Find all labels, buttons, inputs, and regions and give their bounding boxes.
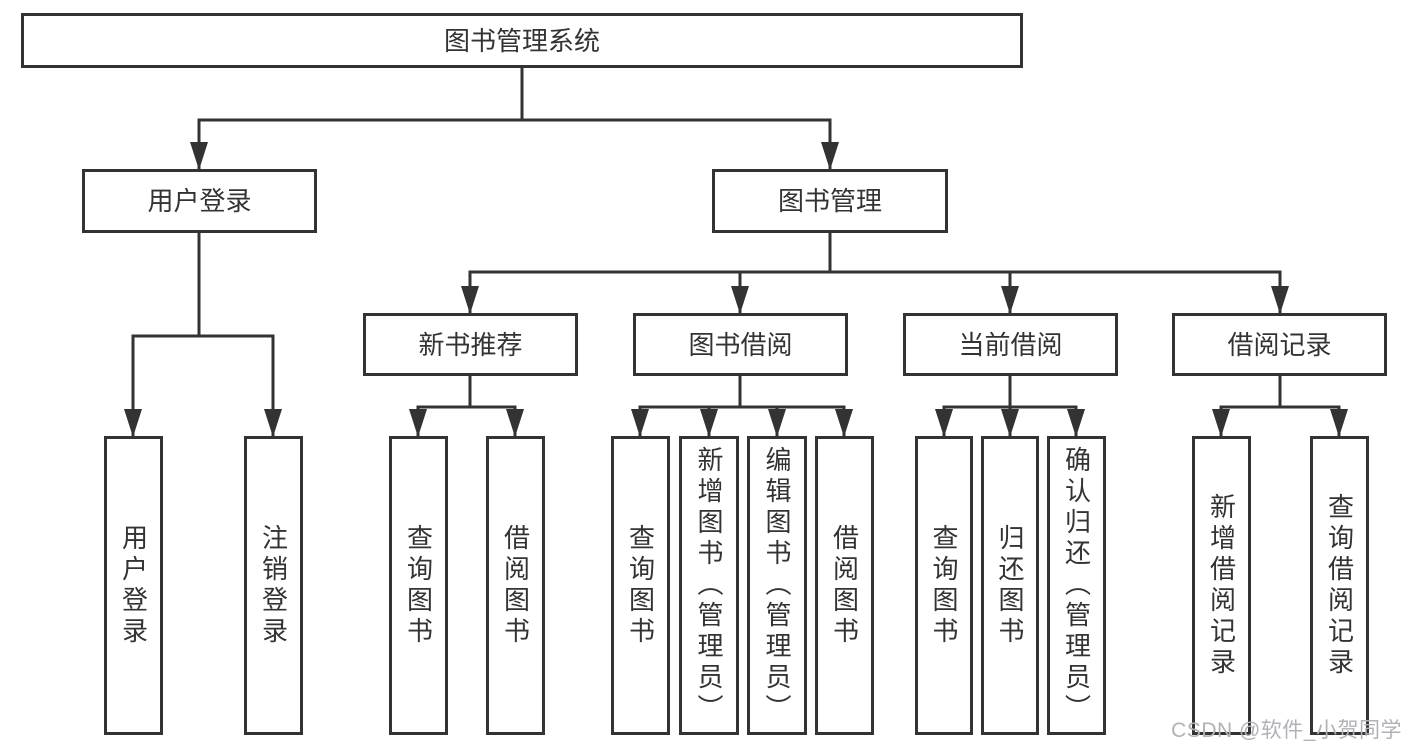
node-logout: 注销登录	[244, 436, 303, 735]
node-borrow-books: 借阅图书	[815, 436, 874, 735]
node-edit-books-admin: 编辑图书（管理员）	[747, 436, 807, 735]
node-query-borrow-record: 查询借阅记录	[1310, 436, 1369, 735]
node-query-books-recommend: 查询图书	[389, 436, 448, 735]
arrow-down-icon	[1001, 409, 1019, 437]
arrow-down-icon	[190, 142, 208, 170]
arrow-down-icon	[821, 142, 839, 170]
arrow-down-icon	[1330, 409, 1348, 437]
connector-paths	[131, 68, 1341, 437]
arrow-down-icon	[631, 409, 649, 437]
node-book-management: 图书管理	[712, 169, 948, 233]
node-return-books: 归还图书	[981, 436, 1039, 735]
arrow-down-icon	[506, 409, 524, 437]
arrow-down-icon	[731, 286, 749, 314]
node-user-login-leaf: 用户登录	[104, 436, 163, 735]
arrow-down-icon	[768, 409, 786, 437]
node-borrowing-records: 借阅记录	[1172, 313, 1387, 376]
arrow-down-icon	[1271, 286, 1289, 314]
arrow-down-icon	[1067, 409, 1085, 437]
arrow-down-icon	[1212, 409, 1230, 437]
node-library-management-system: 图书管理系统	[21, 13, 1023, 68]
arrow-down-icon	[264, 409, 282, 437]
arrow-down-icon	[124, 409, 142, 437]
arrow-down-icon	[835, 409, 853, 437]
node-book-borrowing: 图书借阅	[633, 313, 848, 376]
node-borrow-books-recommend: 借阅图书	[486, 436, 545, 735]
arrow-down-icon	[935, 409, 953, 437]
node-query-books-borrowing: 查询图书	[611, 436, 670, 735]
arrow-down-icon	[461, 286, 479, 314]
node-add-books-admin: 新增图书（管理员）	[679, 436, 739, 735]
node-user-login: 用户登录	[82, 169, 317, 233]
node-query-books-current: 查询图书	[915, 436, 973, 735]
arrow-down-icon	[1001, 286, 1019, 314]
node-add-borrow-record: 新增借阅记录	[1192, 436, 1251, 735]
node-current-borrowing: 当前借阅	[903, 313, 1118, 376]
node-confirm-return-admin: 确认归还（管理员）	[1047, 436, 1106, 735]
arrow-down-icon	[700, 409, 718, 437]
node-new-book-recommendation: 新书推荐	[363, 313, 578, 376]
arrow-down-icon	[409, 409, 427, 437]
